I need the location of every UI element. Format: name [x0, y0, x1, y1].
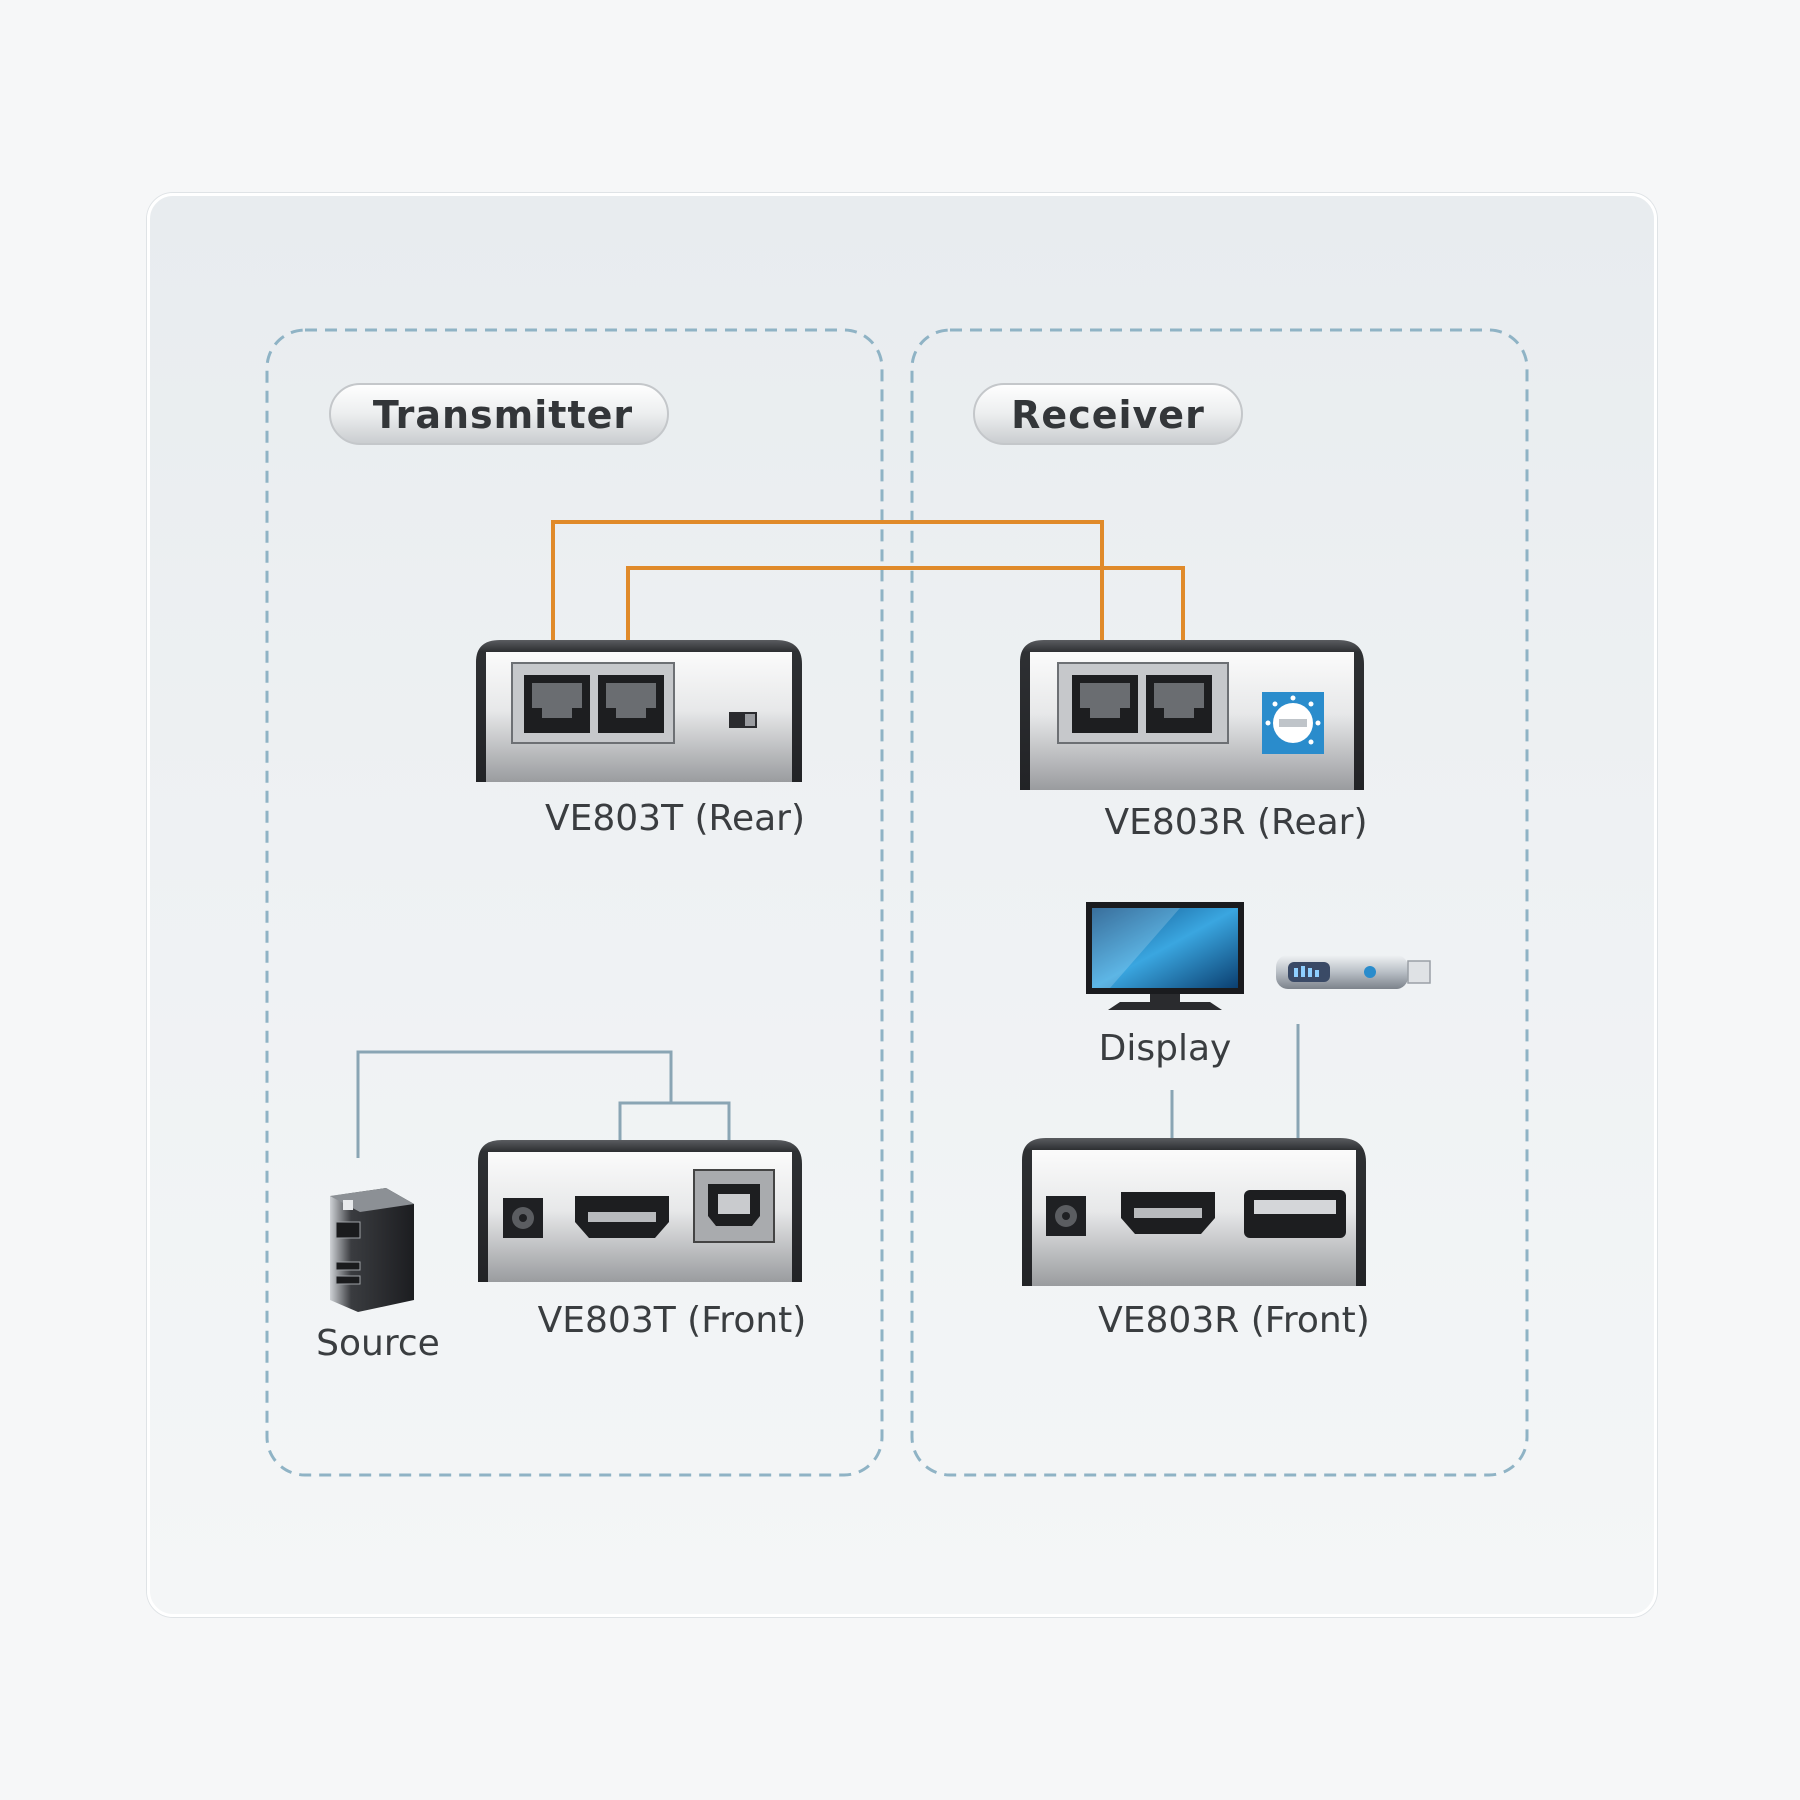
- ve803t-front-label: VE803T (Front): [538, 1300, 807, 1341]
- cat-cable-2: [626, 566, 1185, 660]
- rj45-port-icon: [1146, 675, 1212, 733]
- receiver-panel: [910, 328, 1529, 1477]
- rj45-port-icon: [524, 675, 590, 733]
- receiver-title-pill: Receiver: [973, 383, 1243, 445]
- tx-hdmi-usb-split: [618, 1101, 731, 1154]
- receiver-title: Receiver: [1011, 393, 1205, 437]
- rj45-port-icon: [1072, 675, 1138, 733]
- pc-tower-icon: [330, 1188, 414, 1312]
- ve803r-front-label: VE803R (Front): [1098, 1300, 1370, 1341]
- usb-b-port-icon: [693, 1169, 775, 1243]
- source-to-tx-cable: [356, 1050, 673, 1158]
- cat-cable-1: [551, 520, 1104, 660]
- usb-stick-icon: [1276, 955, 1431, 989]
- power-jack-icon: [1046, 1196, 1086, 1236]
- display-label: Display: [1099, 1028, 1232, 1069]
- monitor-icon: [1086, 902, 1244, 1010]
- dip-switch-icon: [729, 712, 757, 728]
- transmitter-panel: [265, 328, 884, 1477]
- hdmi-port-icon: [1121, 1192, 1215, 1234]
- ve803r-front-device: [1022, 1138, 1366, 1286]
- transmitter-title: Transmitter: [373, 393, 633, 437]
- usb-a-port-icon: [1244, 1190, 1346, 1238]
- ve803t-rear-device: [476, 640, 802, 782]
- ve803t-front-device: [478, 1140, 802, 1282]
- rotary-switch-icon: [1262, 692, 1324, 754]
- ve803t-rear-label: VE803T (Rear): [545, 798, 805, 839]
- power-jack-icon: [503, 1198, 543, 1238]
- hdmi-port-icon: [575, 1196, 669, 1238]
- cat-cables: [551, 520, 1185, 660]
- ve803r-rear-device: [1020, 640, 1364, 790]
- ve803r-rear-label: VE803R (Rear): [1104, 802, 1367, 843]
- rj45-port-icon: [598, 675, 664, 733]
- transmitter-title-pill: Transmitter: [329, 383, 669, 445]
- source-label: Source: [316, 1323, 440, 1364]
